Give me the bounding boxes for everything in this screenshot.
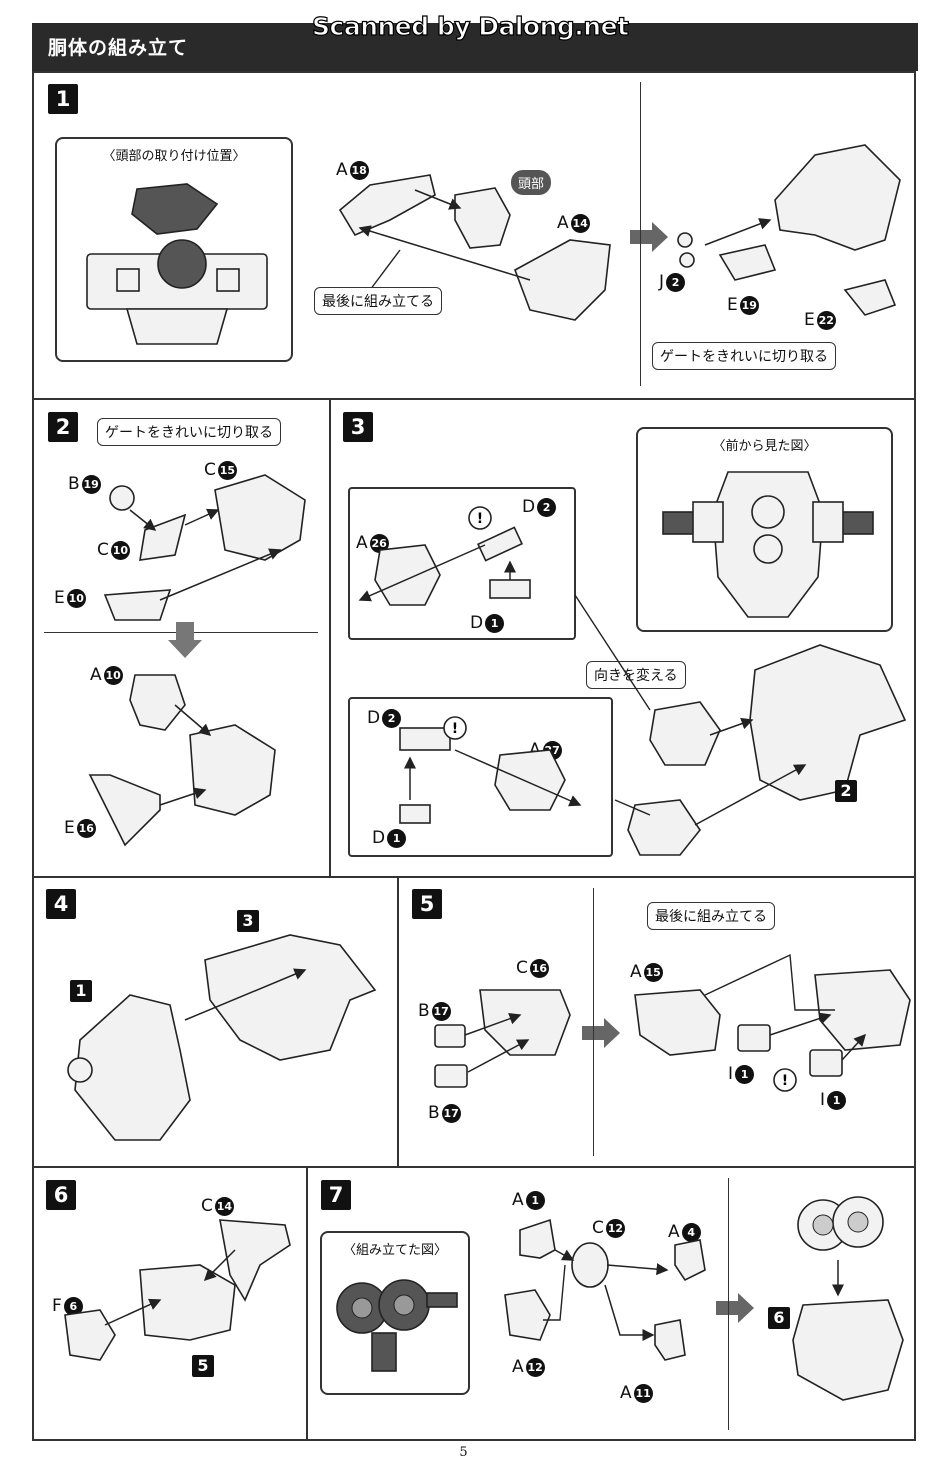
step-number: 3: [343, 412, 373, 442]
inset-title: 〈頭部の取り付け位置〉: [102, 149, 246, 164]
step-arrow-icon: [582, 1018, 620, 1048]
step-3-main-illustration: [574, 594, 907, 856]
head-tag: 頭部: [511, 170, 552, 195]
step-reference: 2: [835, 780, 857, 802]
sub-assembly-box-upper: [348, 487, 576, 640]
step-reference: 1: [70, 980, 92, 1002]
scan-credit: Scanned by Dalong.net: [311, 11, 629, 41]
step-6-panel: [32, 1167, 307, 1441]
step-separator: [593, 888, 594, 1156]
assembled-view-inset: 〈組み立てた図〉: [320, 1231, 470, 1395]
step-3-upper-illustration: !: [358, 506, 531, 606]
assembled-view-illustration: [336, 1279, 458, 1372]
step-separator: [640, 82, 641, 386]
step-5-panel: [398, 877, 916, 1167]
svg-text:!: !: [782, 1073, 788, 1089]
front-view-inset: 〈前から見た図〉: [636, 427, 893, 632]
step-reference: 6: [768, 1307, 790, 1329]
step-2-panel: [32, 399, 330, 877]
change-direction-callout: 向きを変える: [586, 661, 686, 689]
step-1-result-illustration: [677, 144, 901, 316]
step-number: 4: [46, 889, 76, 919]
step-2-result-illustration: [88, 674, 276, 847]
step-reference: 5: [192, 1355, 214, 1377]
step-5-right-illustration: !: [634, 953, 911, 1092]
down-arrow-icon: [168, 622, 202, 658]
front-view-illustration: [662, 471, 874, 618]
cut-gate-callout: ゲートをきれいに切り取る: [97, 418, 281, 446]
step-4-illustration: [67, 934, 377, 1141]
page-title: 胴体の組み立て: [48, 37, 189, 59]
step-1-parts-illustration: [338, 174, 611, 321]
svg-text:!: !: [452, 721, 458, 737]
step-3-panel: [330, 399, 916, 877]
page-header: 胴体の組み立て: [32, 23, 918, 71]
step-1-panel: [32, 71, 916, 399]
step-number: 5: [412, 889, 442, 919]
step-number: 1: [48, 84, 78, 114]
step-5-left-illustration: [434, 989, 571, 1088]
step-7-parts-illustration: [504, 1218, 706, 1361]
cut-gate-callout: ゲートをきれいに切り取る: [652, 342, 836, 370]
inset-title: 〈組み立てた図〉: [342, 1243, 447, 1258]
assemble-last-callout: 最後に組み立てる: [647, 902, 775, 930]
step-2-parts-illustration: [103, 474, 306, 621]
step-number: 7: [321, 1180, 351, 1210]
step-3-lower-illustration: !: [399, 716, 582, 824]
page-number: 5: [459, 1445, 468, 1460]
step-number: 6: [46, 1180, 76, 1210]
step-arrow-icon: [630, 222, 668, 252]
sub-assembly-box-lower: [348, 697, 613, 857]
head-position-illustration: [86, 183, 268, 345]
step-number: 2: [48, 412, 78, 442]
step-separator: [728, 1178, 729, 1430]
svg-text:!: !: [477, 511, 483, 527]
step-7-panel: [307, 1167, 916, 1441]
step-reference: 3: [237, 910, 259, 932]
step-arrow-icon: [716, 1293, 754, 1323]
inset-title: 〈前から見た図〉: [712, 439, 817, 454]
step-4-panel: [32, 877, 398, 1167]
head-position-inset: 〈頭部の取り付け位置〉: [55, 137, 293, 362]
step-7-result-illustration: [792, 1196, 904, 1401]
step-6-illustration: [64, 1219, 291, 1361]
assemble-last-callout: 最後に組み立てる: [314, 287, 442, 315]
